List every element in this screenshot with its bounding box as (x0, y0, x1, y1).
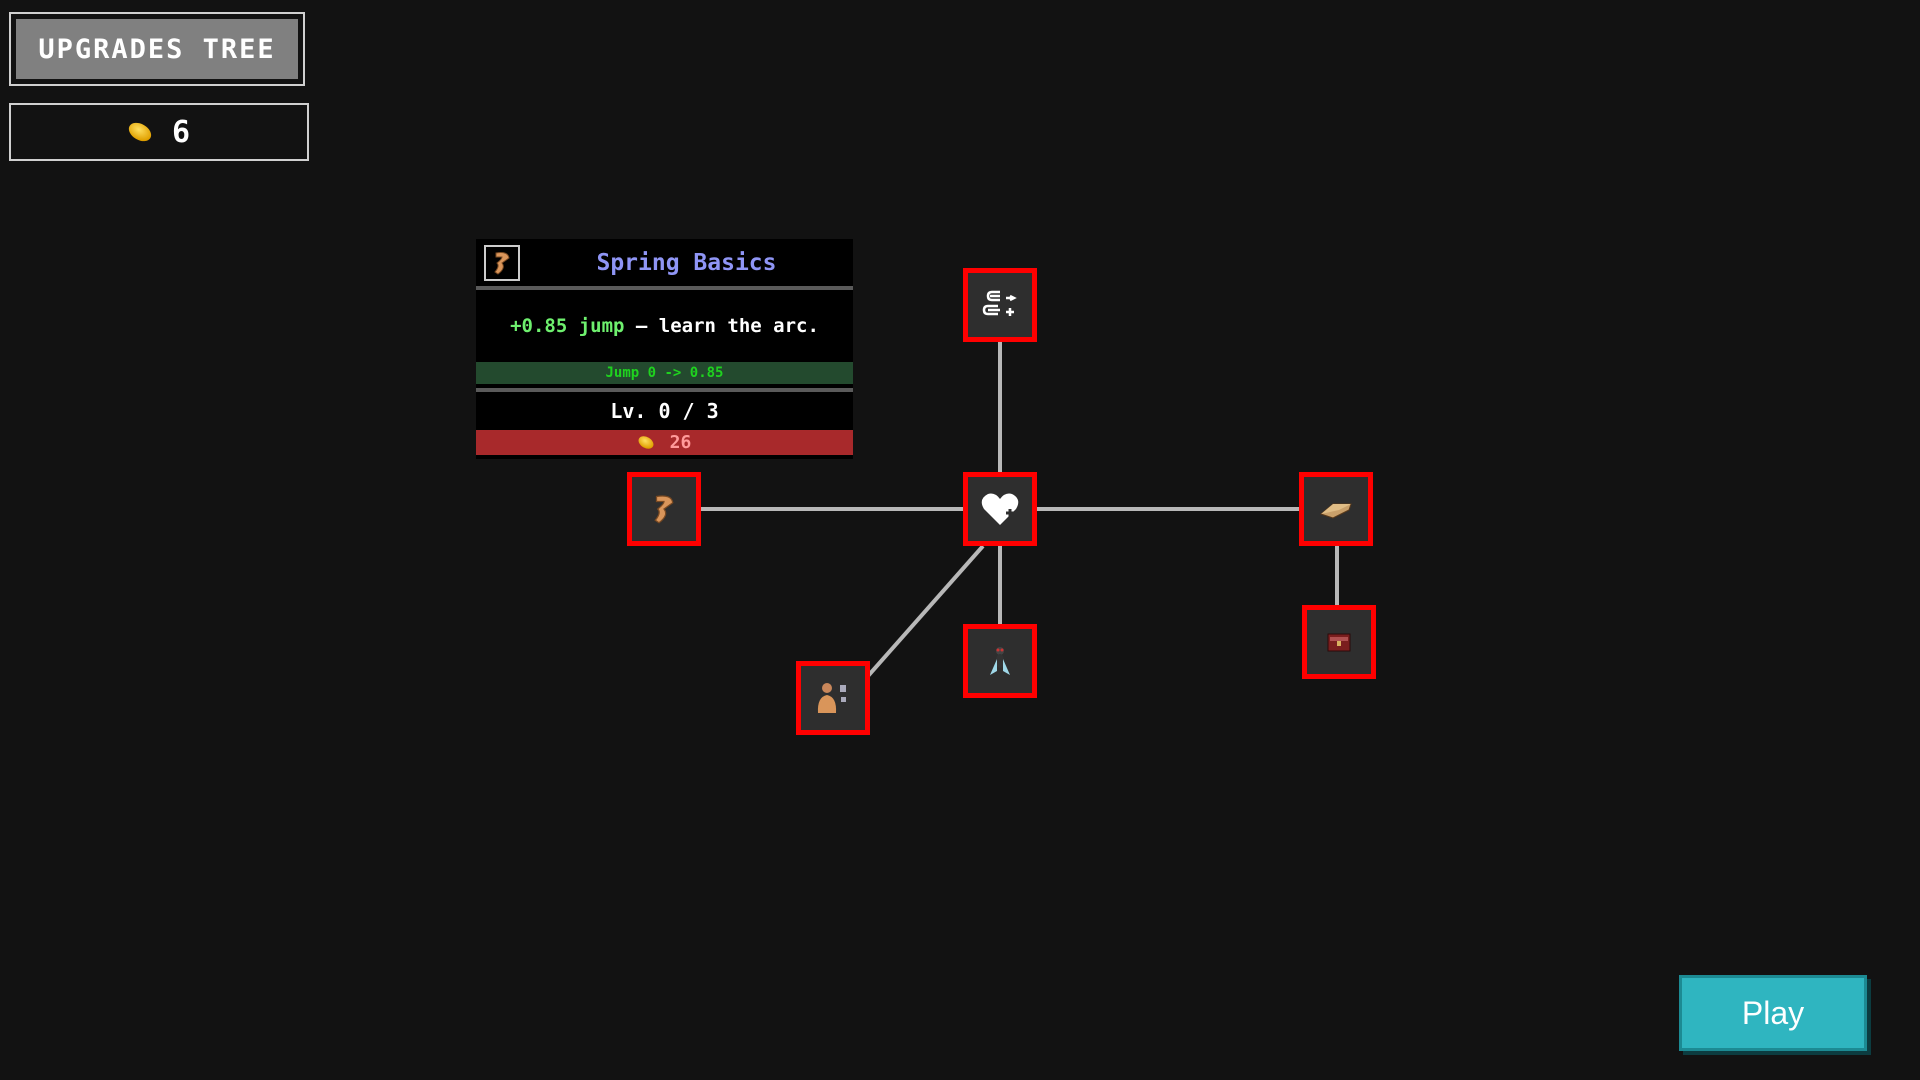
node-chest[interactable] (1302, 605, 1376, 679)
upgrade-level: Lv. 0 / 3 (610, 399, 719, 423)
chest-icon (1327, 633, 1351, 652)
description-text: — learn the arc. (624, 315, 819, 337)
coin-count: 6 (171, 114, 191, 150)
node-fly[interactable] (963, 624, 1037, 698)
node-fighter[interactable] (796, 661, 870, 735)
upgrade-description: +0.85 jump — learn the arc. (476, 290, 853, 362)
fighter-icon (817, 683, 846, 713)
leg-icon (484, 245, 520, 281)
title-panel: UPGRADES TREE (9, 12, 305, 86)
leg-icon (654, 495, 674, 524)
description-highlight: +0.85 jump (510, 315, 625, 337)
play-button[interactable]: Play (1679, 975, 1867, 1051)
divider (476, 388, 853, 392)
upgrade-tooltip: Spring Basics +0.85 jump — learn the arc… (476, 239, 853, 459)
node-stats[interactable] (963, 268, 1037, 342)
cost-value: 26 (669, 432, 692, 453)
divider (476, 286, 853, 290)
page-title: UPGRADES TREE (16, 19, 298, 79)
node-leg[interactable] (627, 472, 701, 546)
heart-plus-icon (981, 493, 1019, 525)
node-heart[interactable] (963, 472, 1037, 546)
coin-counter: 6 (9, 103, 309, 161)
stat-arrows-icon (982, 290, 1017, 316)
ingot-icon (1319, 503, 1352, 519)
node-ingot[interactable] (1299, 472, 1373, 546)
upgrade-title: Spring Basics (596, 249, 777, 276)
coin-icon (635, 433, 656, 452)
upgrade-cost: 26 (476, 430, 853, 455)
connection-line (866, 544, 985, 678)
stat-change: Jump 0 -> 0.85 (476, 362, 853, 384)
fly-icon (990, 647, 1010, 675)
